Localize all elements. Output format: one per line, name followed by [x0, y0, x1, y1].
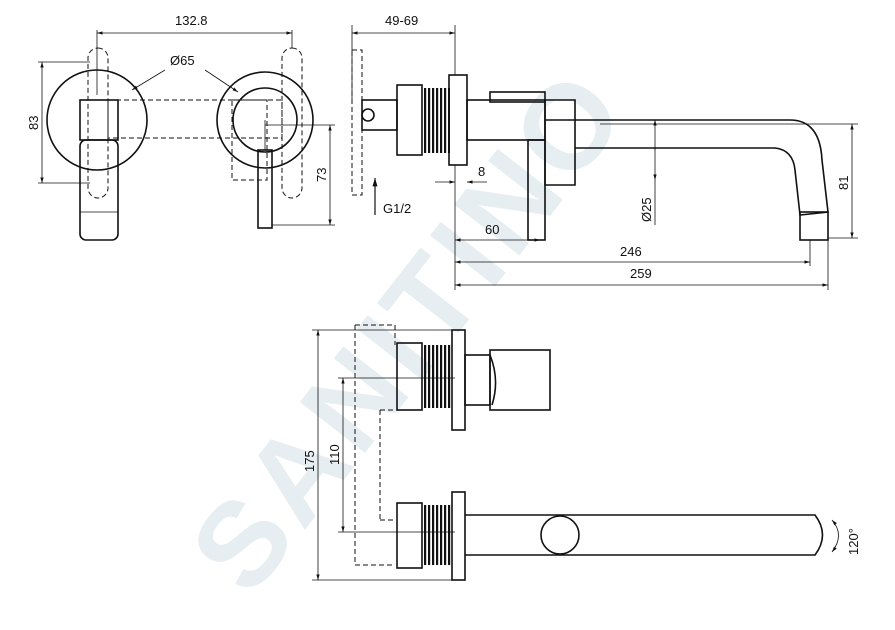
label-g1-2: G1/2: [383, 201, 411, 216]
dim-8: 8: [478, 164, 485, 179]
dim-259: 259: [630, 266, 652, 281]
dim-73: 73: [314, 168, 329, 182]
dim-81: 81: [836, 176, 851, 190]
dim-110: 110: [327, 444, 342, 465]
dim-angle-120: 120°: [846, 528, 861, 555]
dim-diameter-65: Ø65: [170, 53, 195, 68]
front-view: 132.8 Ø65 83 73: [26, 13, 335, 241]
top-view: 175 110 120°: [302, 324, 861, 581]
dim-246: 246: [620, 244, 642, 259]
dim-49-69: 49-69: [385, 13, 418, 28]
dim-132-8: 132.8: [175, 13, 208, 28]
dim-diameter-25: Ø25: [639, 197, 654, 222]
dim-60: 60: [485, 222, 499, 237]
dim-83: 83: [26, 116, 41, 130]
dim-175: 175: [302, 450, 317, 472]
side-view: 49-69 G1/2 81 Ø25 8 60 246 259: [351, 13, 858, 290]
